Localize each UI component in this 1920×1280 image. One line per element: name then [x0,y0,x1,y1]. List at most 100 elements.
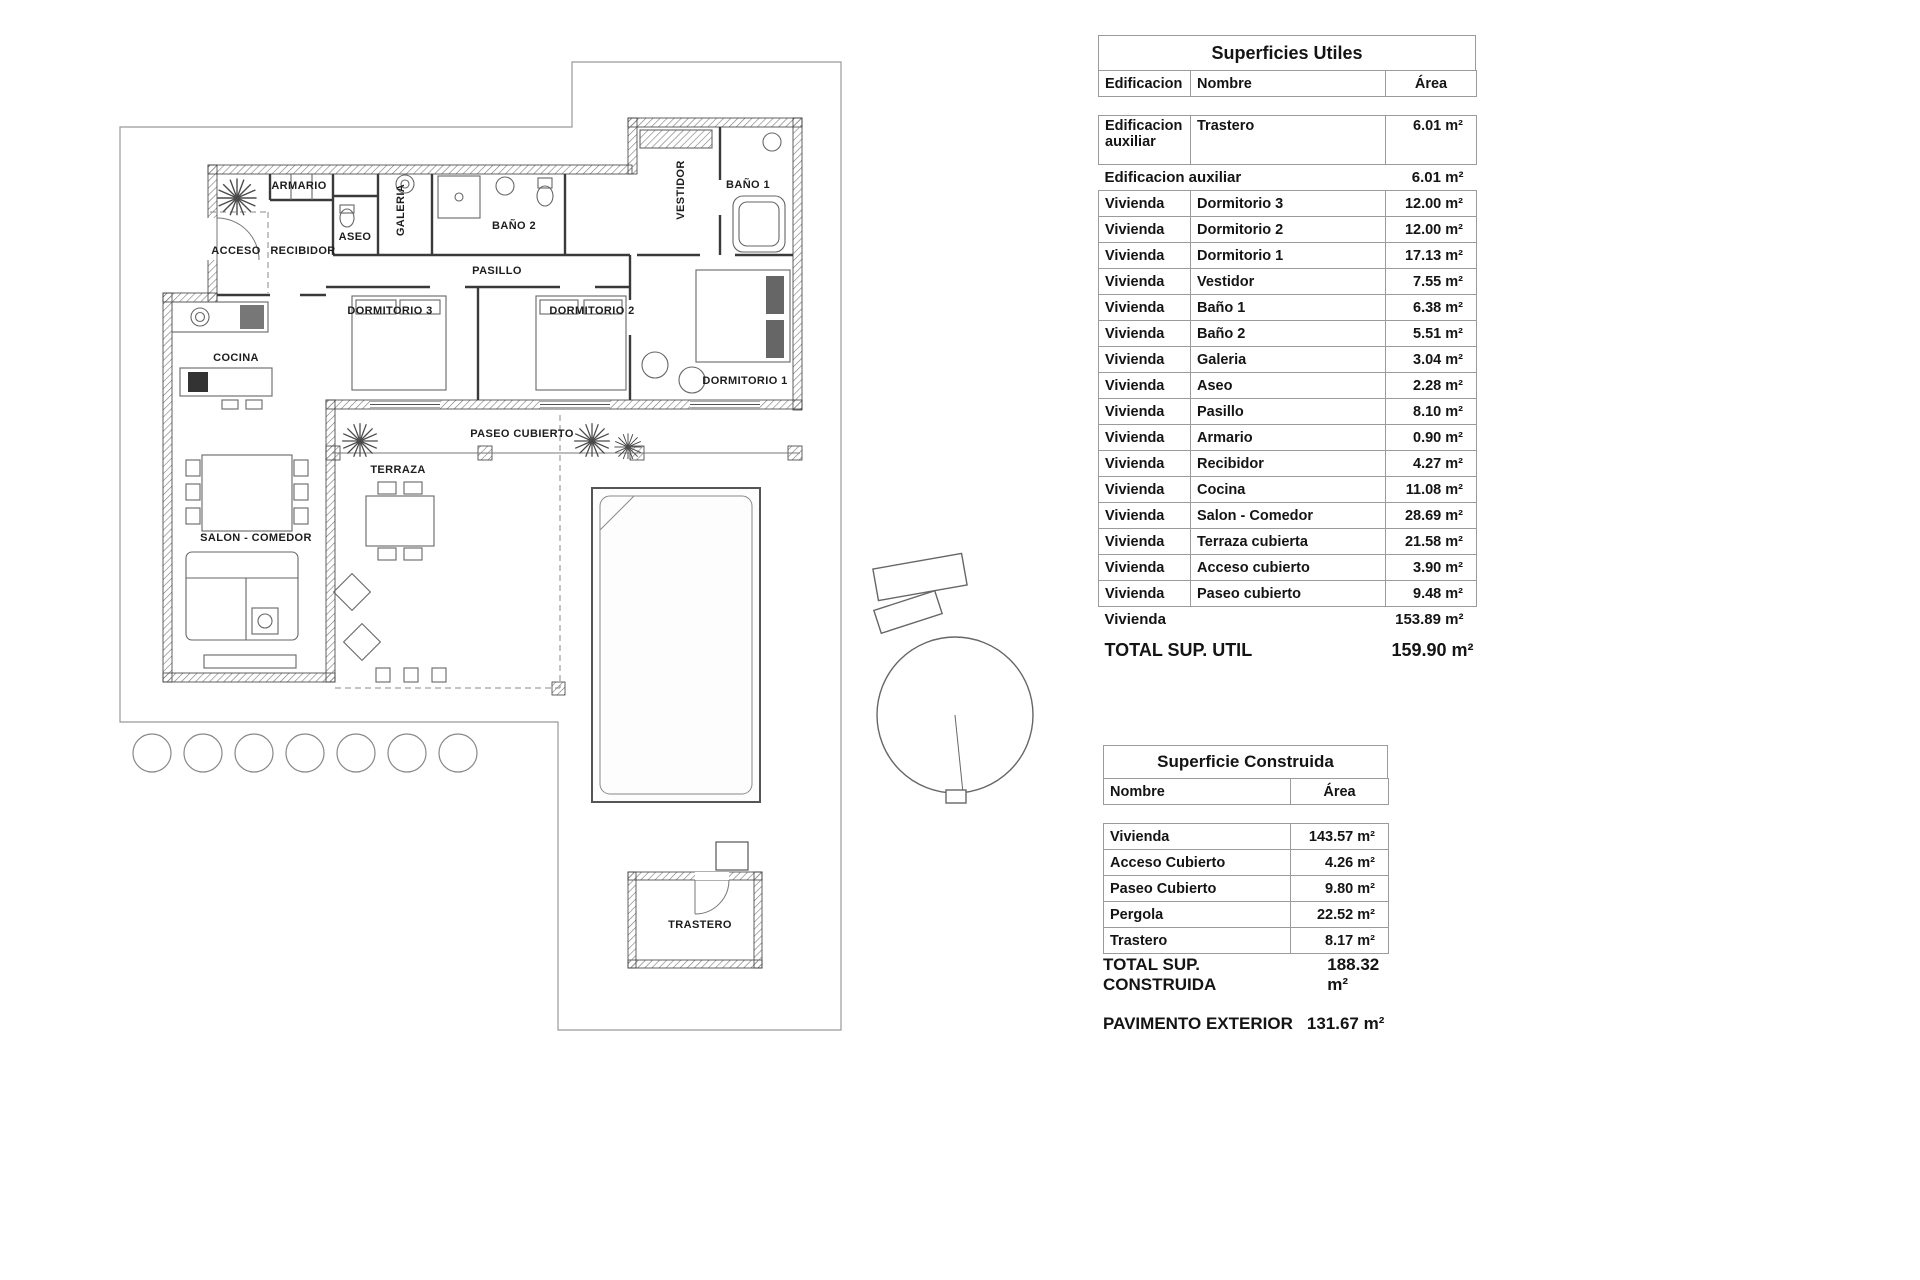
sc-row: Pergola 22.52 m² [1103,901,1389,928]
sc-cell-nombre: Paseo Cubierto [1103,875,1291,902]
su-aux-subtotal-row: Edificacion auxiliar 6.01 m² [1099,165,1477,191]
su-header-edificacion: Edificacion [1098,70,1191,97]
su-cell-edificacion: Vivienda [1098,450,1191,477]
windows [370,400,760,409]
su-cell-edificacion: Vivienda [1098,190,1191,217]
su-cell-area: 12.00 m² [1385,190,1477,217]
pavimento-value: 131.67 m² [1306,1014,1385,1033]
su-cell-area: 0.90 m² [1385,424,1477,451]
room-label-aseo: ASEO [339,231,372,243]
su-cell-nombre: Galeria [1190,346,1386,373]
room-label-salon-comedor: SALON - COMEDOR [200,532,312,544]
furniture [171,129,791,683]
total-construida-value: 188.32 m² [1327,955,1380,994]
su-cell-area: 28.69 m² [1385,502,1477,529]
su-cell-nombre: Acceso cubierto [1190,554,1386,581]
su-cell-area: 6.01 m² [1385,115,1477,165]
su-cell-edificacion: Edificacion auxiliar [1098,115,1191,165]
su-cell-nombre: Trastero [1190,115,1386,165]
su-row: Vivienda Armario 0.90 m² [1098,424,1477,451]
su-subtotal-label: Edificacion auxiliar [1104,169,1242,186]
sc-cell-area: 9.80 m² [1290,875,1389,902]
su-row: Vivienda Terraza cubierta 21.58 m² [1098,528,1477,555]
sc-cell-area: 143.57 m² [1290,823,1389,850]
su-cell-edificacion: Vivienda [1098,372,1191,399]
su-cell-area: 6.38 m² [1385,294,1477,321]
su-cell-edificacion: Vivienda [1098,476,1191,503]
su-total-area: 159.90 m² [1391,640,1474,660]
total-construida-line: TOTAL SUP. CONSTRUIDA 188.32 m² [1103,955,1403,995]
su-cell-nombre: Salon - Comedor [1190,502,1386,529]
room-label-recibidor: RECIBIDOR [270,245,335,257]
su-cell-edificacion: Vivienda [1098,216,1191,243]
su-row: Vivienda Dormitorio 1 17.13 m² [1098,242,1477,269]
su-cell-nombre: Pasillo [1190,398,1386,425]
su-cell-nombre: Terraza cubierta [1190,528,1386,555]
dashed-boundaries [210,211,561,689]
small-structure [715,841,749,871]
su-cell-edificacion: Vivienda [1098,268,1191,295]
su-cell-area: 2.28 m² [1385,372,1477,399]
su-cell-area: 11.08 m² [1385,476,1477,503]
su-row: Vivienda Dormitorio 3 12.00 m² [1098,190,1477,217]
su-cell-edificacion: Vivienda [1098,502,1191,529]
sc-header-nombre: Nombre [1103,778,1291,805]
pool [591,487,761,803]
su-cell-area: 3.90 m² [1385,554,1477,581]
room-label-pasillo: PASILLO [472,265,522,277]
sc-row: Vivienda 143.57 m² [1103,823,1389,850]
su-cell-area: 3.04 m² [1385,346,1477,373]
su-header-row: Edificacion Nombre Área [1098,70,1477,97]
room-label-bano-1: BAÑO 1 [726,178,770,191]
superficie-construida-title: Superficie Construida [1103,745,1388,778]
su-cell-nombre: Dormitorio 3 [1190,190,1386,217]
pergola [872,552,1034,804]
sc-cell-nombre: Acceso Cubierto [1103,849,1291,876]
pavimento-label: PAVIMENTO EXTERIOR [1103,1014,1293,1033]
spacer [1099,97,1477,116]
su-cell-edificacion: Vivienda [1098,580,1191,607]
su-row: Vivienda Recibidor 4.27 m² [1098,450,1477,477]
room-label-trastero: TRASTERO [668,919,732,931]
room-label-terraza: TERRAZA [370,464,425,476]
room-label-dormitorio-1: DORMITORIO 1 [702,375,787,387]
sc-row: Trastero 8.17 m² [1103,927,1389,954]
bushes [132,733,478,773]
su-row: Vivienda Cocina 11.08 m² [1098,476,1477,503]
su-subtotal-area: 6.01 m² [1411,169,1464,186]
room-label-vestidor: VESTIDOR [675,160,687,219]
sc-cell-area: 22.52 m² [1290,901,1389,928]
su-row: Vivienda Pasillo 8.10 m² [1098,398,1477,425]
su-row: Vivienda Baño 2 5.51 m² [1098,320,1477,347]
su-cell-edificacion: Vivienda [1098,398,1191,425]
su-aux-row: Edificacion auxiliar Trastero 6.01 m² [1098,115,1477,165]
room-labels: ARMARIO ASEO GALERIA BAÑO 2 ACCESO RECIB… [200,160,787,931]
sc-header-area: Área [1290,778,1389,805]
room-label-bano-2: BAÑO 2 [492,219,536,232]
room-label-dormitorio-3: DORMITORIO 3 [347,305,432,317]
sc-cell-nombre: Vivienda [1103,823,1291,850]
su-cell-area: 17.13 m² [1385,242,1477,269]
su-cell-nombre: Vestidor [1190,268,1386,295]
room-label-acceso: ACCESO [211,245,261,257]
room-label-armario: ARMARIO [271,180,326,192]
su-row: Vivienda Galeria 3.04 m² [1098,346,1477,373]
sc-header-row: Nombre Área [1103,778,1389,805]
sc-cell-nombre: Pergola [1103,901,1291,928]
su-row: Vivienda Paseo cubierto 9.48 m² [1098,580,1477,607]
su-row: Vivienda Dormitorio 2 12.00 m² [1098,216,1477,243]
trastero-door-icon [694,872,730,915]
su-total-row: TOTAL SUP. UTIL 159.90 m² [1099,632,1477,663]
su-cell-area: 4.27 m² [1385,450,1477,477]
room-label-paseo-cubierto: PASEO CUBIERTO [470,428,574,440]
su-header-area: Área [1385,70,1477,97]
property-boundary [119,61,842,1031]
room-label-dormitorio-2: DORMITORIO 2 [549,305,634,317]
su-cell-area: 7.55 m² [1385,268,1477,295]
su-cell-edificacion: Vivienda [1098,242,1191,269]
su-subtotal-area: 153.89 m² [1395,611,1464,628]
room-label-galeria: GALERIA [395,184,407,236]
su-cell-nombre: Paseo cubierto [1190,580,1386,607]
floor-plan: ARMARIO ASEO GALERIA BAÑO 2 ACCESO RECIB… [119,61,1034,1031]
